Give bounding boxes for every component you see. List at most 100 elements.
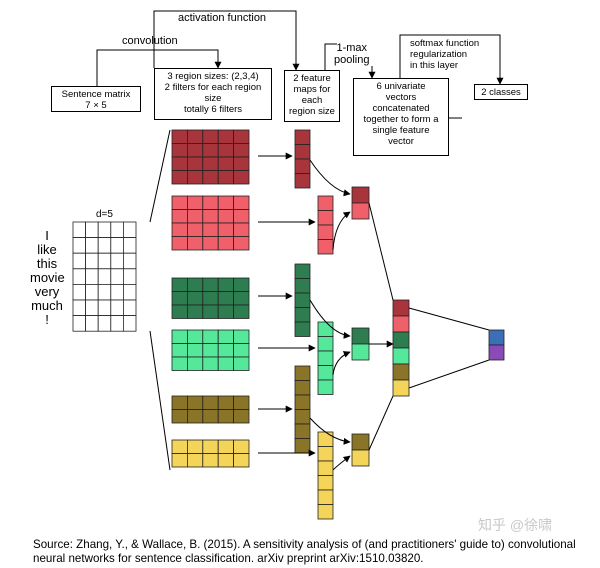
filter-yellow-cell <box>233 439 250 454</box>
pool-olive-cell <box>351 433 370 451</box>
filter-dark-green-cell <box>233 291 250 306</box>
concat-line-bottom <box>368 395 394 451</box>
sentence-matrix-cell <box>110 221 124 239</box>
filter-dark-red-cell <box>171 156 188 171</box>
filter-light-green-cell <box>217 329 234 344</box>
filter-dark-green-cell <box>233 304 250 319</box>
filter-light-red-cell <box>171 236 188 251</box>
pool-curve-6 <box>332 455 351 471</box>
filter-light-red-cell <box>186 195 204 210</box>
filter-olive-cell <box>233 395 250 410</box>
fmap-dark-red-cell <box>294 158 311 174</box>
fmap-yellow-cell <box>317 489 334 505</box>
filter-dark-red-cell <box>233 129 250 144</box>
fmap-yellow-cell <box>317 460 334 476</box>
concat-vector-cell <box>392 315 410 333</box>
univariate-vectors-box: 6 univariate vectors concatenated togeth… <box>353 78 449 156</box>
filter-light-green-cell <box>186 343 204 358</box>
filter-dark-red-cell <box>171 129 188 144</box>
filter-dark-green-cell <box>186 277 204 292</box>
sentence-matrix-cell <box>110 315 124 332</box>
fmap-light-red-cell <box>317 224 334 240</box>
filter-dark-green-cell <box>233 277 250 292</box>
sentence-matrix-cell <box>72 283 87 301</box>
fmap-dark-green-cell <box>294 263 311 279</box>
pool-red-top-cell <box>351 202 370 220</box>
filter-dark-green-cell <box>217 304 234 319</box>
filter-dark-green-cell <box>217 291 234 306</box>
fmap-yellow-cell <box>317 446 334 462</box>
filter-olive-cell <box>217 409 234 424</box>
convolution-label: convolution <box>122 35 178 47</box>
filter-olive-cell <box>186 409 204 424</box>
fmap-dark-green-cell <box>294 292 311 308</box>
sentence-to-filter-top <box>149 129 171 223</box>
fmap-olive-cell <box>294 380 311 396</box>
sentence-matrix-box: Sentence matrix 7 × 5 <box>51 86 141 112</box>
filter-olive-cell <box>171 395 188 410</box>
filter-dark-green-cell <box>171 304 188 319</box>
fmap-dark-green-cell <box>294 278 311 294</box>
softmax-label: softmax function regularization in this … <box>410 38 480 71</box>
filter-dark-green-cell <box>171 291 188 306</box>
filter-yellow-cell <box>233 453 250 468</box>
fmap-dark-red-cell <box>294 173 311 189</box>
sentence-matrix-cell <box>123 268 137 285</box>
sentence-matrix-cell <box>72 237 87 254</box>
fmap-light-red-cell <box>317 239 334 255</box>
sentence-to-filter-bottom <box>149 330 171 471</box>
filter-olive-cell <box>233 409 250 424</box>
filter-light-green-cell <box>186 329 204 344</box>
filter-yellow-cell <box>217 439 234 454</box>
fmap-dark-green-cell <box>294 307 311 323</box>
sentence-matrix-cell <box>97 315 112 332</box>
sentence-matrix-cell <box>85 252 99 270</box>
word: like <box>37 242 57 257</box>
sentence-matrix-cell <box>110 252 124 270</box>
filter-light-red-cell <box>233 209 250 224</box>
filter-light-red-cell <box>202 195 219 210</box>
filter-dark-red-cell <box>186 129 204 144</box>
feature-maps-box: 2 feature maps for each region size <box>284 70 340 122</box>
fmap-olive-cell <box>294 423 311 439</box>
sentence-matrix-cell <box>72 315 87 332</box>
filter-olive-cell <box>186 395 204 410</box>
fmap-dark-red-cell <box>294 144 311 160</box>
fmap-yellow-cell <box>317 475 334 491</box>
filter-light-green-cell <box>233 343 250 358</box>
filter-light-red-cell <box>202 236 219 251</box>
filter-yellow-cell <box>202 453 219 468</box>
sentence-matrix-cell <box>72 252 87 270</box>
filter-light-green-cell <box>217 343 234 358</box>
filter-light-red-cell <box>233 222 250 237</box>
filter-light-green-cell <box>202 343 219 358</box>
filter-yellow-cell <box>217 453 234 468</box>
filter-dark-red-cell <box>217 170 234 185</box>
filter-yellow-cell <box>186 453 204 468</box>
one-max-pooling-label: 1-max pooling <box>334 42 370 66</box>
concat-vector-cell <box>392 331 410 349</box>
fmap-yellow-cell <box>317 504 334 520</box>
fmap-olive-cell <box>294 438 311 454</box>
sentence-matrix-cell <box>97 299 112 317</box>
filter-light-green-cell <box>202 329 219 344</box>
word: ! <box>45 312 49 327</box>
pool-curve-2 <box>332 211 351 251</box>
sentence-matrix-cell <box>97 283 112 301</box>
sentence-matrix-cell <box>123 299 137 317</box>
concat-vector-cell <box>392 347 410 365</box>
sentence-matrix-cell <box>110 299 124 317</box>
filter-light-red-cell <box>171 209 188 224</box>
pool-green-cell <box>351 327 370 345</box>
fmap-light-green-cell <box>317 321 334 337</box>
filter-yellow-cell <box>186 439 204 454</box>
word: very <box>34 284 60 299</box>
output-class-1 <box>488 329 505 346</box>
fmap-light-red-cell <box>317 195 334 211</box>
filter-light-green-cell <box>171 356 188 371</box>
fmap-olive-cell <box>294 409 311 425</box>
word: this <box>36 256 58 271</box>
filter-dark-red-cell <box>233 156 250 171</box>
pool-curve-3 <box>309 299 351 339</box>
sentence-matrix-cell <box>85 268 99 285</box>
